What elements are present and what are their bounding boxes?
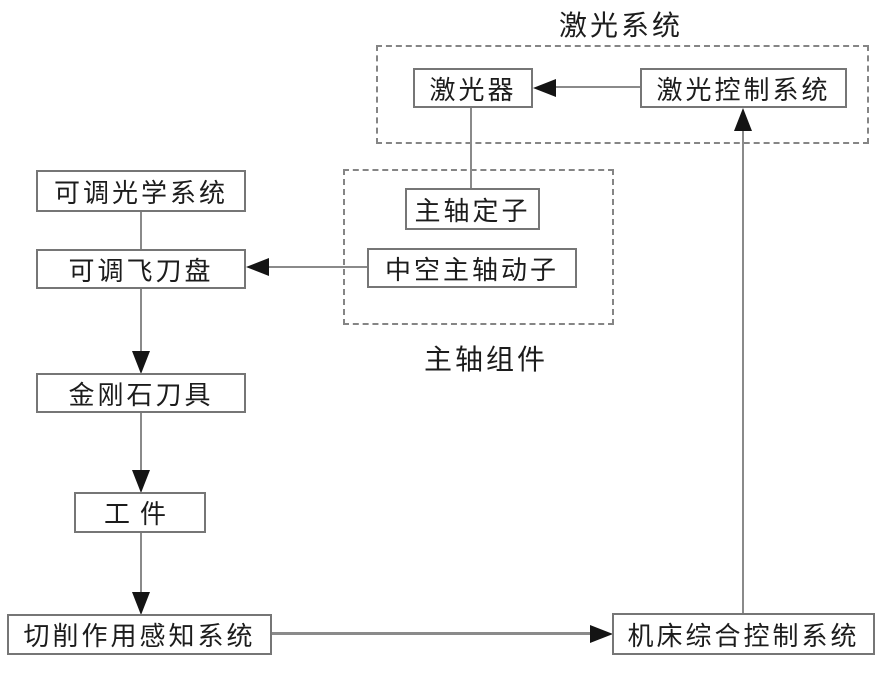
- node-diamond-tool: 金刚石刀具: [36, 373, 246, 413]
- node-cutting-sensing-system: 切削作用感知系统: [7, 614, 272, 655]
- spindle-assembly-group-box: [343, 169, 614, 325]
- connector-laser-to-stator: [470, 108, 472, 188]
- node-spindle-stator: 主轴定子: [405, 188, 540, 230]
- node-hollow-spindle-mover: 中空主轴动子: [367, 248, 577, 288]
- connector-diamond-to-workpiece: [140, 413, 142, 470]
- arrow-up-icon: [734, 108, 752, 131]
- arrow-right-icon: [590, 625, 613, 643]
- node-laser: 激光器: [413, 68, 533, 108]
- node-adjustable-flycutter-disc: 可调飞刀盘: [36, 249, 246, 289]
- arrow-left-icon: [246, 258, 269, 276]
- laser-system-group-label: 激光系统: [558, 11, 683, 42]
- connector-lasercontrol-to-laser: [555, 86, 640, 88]
- connector-optical-to-flycutter: [140, 212, 142, 249]
- arrow-down-icon: [132, 470, 150, 493]
- connector-mover-to-flycutter: [268, 266, 367, 268]
- connector-sensing-to-machinecontrol: [272, 632, 590, 635]
- laser-system-group-box: [376, 45, 869, 144]
- node-adjustable-optical-system: 可调光学系统: [36, 170, 246, 212]
- node-machine-integrated-control-system: 机床综合控制系统: [612, 613, 875, 655]
- node-laser-control-system: 激光控制系统: [640, 68, 847, 108]
- connector-machinecontrol-to-lasercontrol: [742, 129, 744, 613]
- arrow-down-icon: [132, 351, 150, 374]
- node-workpiece: 工件: [74, 492, 206, 533]
- connector-flycutter-to-diamond: [140, 289, 142, 351]
- connector-workpiece-to-sensing: [140, 533, 142, 592]
- arrow-down-icon: [132, 592, 150, 615]
- spindle-assembly-group-label: 主轴组件: [423, 345, 548, 376]
- arrow-left-icon: [533, 79, 556, 97]
